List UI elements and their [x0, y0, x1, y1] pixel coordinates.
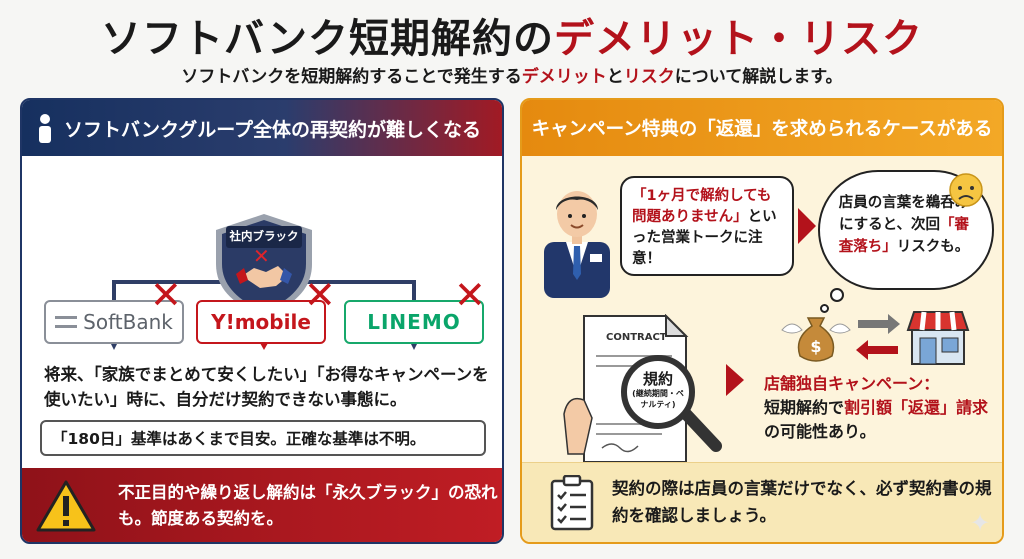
campaign-part-1: 短期解約で — [764, 398, 845, 417]
campaign-part-2: の可能性あり。 — [764, 422, 876, 441]
warning-icon — [36, 480, 96, 532]
subtitle-highlight-1: デメリット — [521, 67, 607, 87]
cloud-tail-dot-1 — [830, 288, 844, 302]
person-icon — [39, 114, 51, 143]
criteria-note: 「180日」基準はあくまで目安。正確な基準は不明。 — [40, 420, 486, 456]
arrow-gray-head-icon — [888, 314, 900, 334]
linemo-x-icon: ✕ — [454, 273, 486, 317]
brand-linemo: LINEMO — [344, 300, 484, 344]
subtitle-highlight-2: リスク — [623, 67, 675, 87]
sparkle-icon: ✦ — [970, 509, 991, 537]
left-panel-description: 将来、「家族でまとめて安くしたい」「お得なキャンペーンを使いたい」時に、自分だけ… — [44, 365, 489, 409]
subtitle-part-3: について解説します。 — [674, 67, 843, 87]
right-panel-header: キャンペーン特典の「返還」を求められるケースがある — [522, 100, 1002, 156]
softbank-logo-icon — [55, 316, 78, 328]
arrow-right-icon-2 — [726, 364, 744, 396]
subtitle-part-1: ソフトバンクを短期解約することで発生する — [181, 67, 522, 87]
svg-text:$: $ — [810, 337, 821, 356]
brand-ymobile-label: Y!mobile — [211, 310, 311, 334]
campaign-highlight: 割引額「返還」請求 — [844, 398, 989, 417]
checklist-icon — [550, 475, 594, 531]
right-panel-footer: 契約の際は店員の言葉だけでなく、必ず契約書の規約を確認しましょう。 ✦ — [522, 462, 1002, 542]
arrow-right-icon — [798, 208, 816, 244]
shop-icon — [906, 311, 970, 365]
cloud-text-highlight: 「審査落ち」 — [838, 217, 970, 255]
magnifier-title: 規約 — [642, 370, 673, 388]
brand-softbank: SoftBank — [44, 300, 184, 344]
money-bag-icon: $ — [781, 317, 851, 362]
arrow-gray-right-icon — [858, 320, 890, 328]
cloud-text-part-2: リスクも。 — [896, 239, 970, 255]
shield-label: 社内ブラック — [229, 229, 299, 243]
left-panel: ソフトバンクグループ全体の再契約が難しくなる 社内ブラック ✕ SoftBank… — [20, 98, 504, 544]
contract-label: CONTRACT — [606, 332, 667, 343]
campaign-title: 店舗独自キャンペーン： — [764, 374, 940, 393]
cloud-text-part-1: 店員の言葉を鵜呑みにすると、次回 — [838, 195, 970, 233]
arrow-red-head-icon — [856, 340, 868, 360]
salesperson-icon — [544, 191, 610, 298]
brand-softbank-label: SoftBank — [83, 310, 173, 334]
campaign-text: 店舗独自キャンペーン： 短期解約で割引額「返還」請求の可能性あり。 — [764, 372, 998, 444]
worried-face-icon — [949, 173, 983, 207]
right-panel: キャンペーン特典の「返還」を求められるケースがある 「1ヶ月で解約しても問題あり… — [520, 98, 1004, 544]
left-panel-footer: 不正目的や繰り返し解約は「永久ブラック」の恐れも。節度ある契約を。 — [22, 468, 502, 542]
left-panel-title: ソフトバンクグループ全体の再契約が難しくなる — [64, 118, 482, 141]
page-title: ソフトバンク短期解約のデメリット・リスク — [0, 6, 1024, 64]
shield-x-icon: ✕ — [253, 244, 270, 268]
sales-talk-quote: 「1ヶ月で解約しても問題ありません」 — [632, 188, 772, 225]
ymobile-x-icon: ✕ — [304, 273, 336, 317]
left-footer-text: 不正目的や繰り返し解約は「永久ブラック」の恐れも。節度ある契約を。 — [118, 483, 498, 528]
right-footer-text: 契約の際は店員の言葉だけでなく、必ず契約書の規約を確認しましょう。 — [612, 479, 992, 525]
sales-talk-bubble: 「1ヶ月で解約しても問題ありません」といった営業トークに注意！ — [620, 176, 794, 276]
title-highlight: デメリット・リスク — [554, 16, 923, 62]
brand-ymobile: Y!mobile — [196, 300, 326, 344]
cloud-tail-dot-2 — [820, 304, 829, 313]
subtitle-part-2: と — [606, 67, 624, 87]
page-subtitle: ソフトバンクを短期解約することで発生するデメリットとリスクについて解説します。 — [0, 62, 1024, 87]
magnifier-subtitle: (継続期間・ペナルティ) — [632, 389, 684, 409]
brand-linemo-label: LINEMO — [367, 310, 461, 334]
sales-talk-warning: といった営業トークに注意！ — [632, 209, 777, 267]
softbank-x-icon: ✕ — [150, 273, 182, 317]
left-panel-header: ソフトバンクグループ全体の再契約が難しくなる — [22, 100, 502, 156]
magnifier-icon — [621, 355, 722, 452]
thought-cloud-text: 店員の言葉を鵜呑みにすると、次回「審査落ち」リスクも。 — [834, 192, 974, 258]
title-main: ソフトバンク短期解約の — [101, 16, 554, 62]
right-panel-title: キャンペーン特典の「返還」を求められるケースがある — [531, 119, 993, 140]
arrow-red-left-icon — [868, 346, 898, 354]
